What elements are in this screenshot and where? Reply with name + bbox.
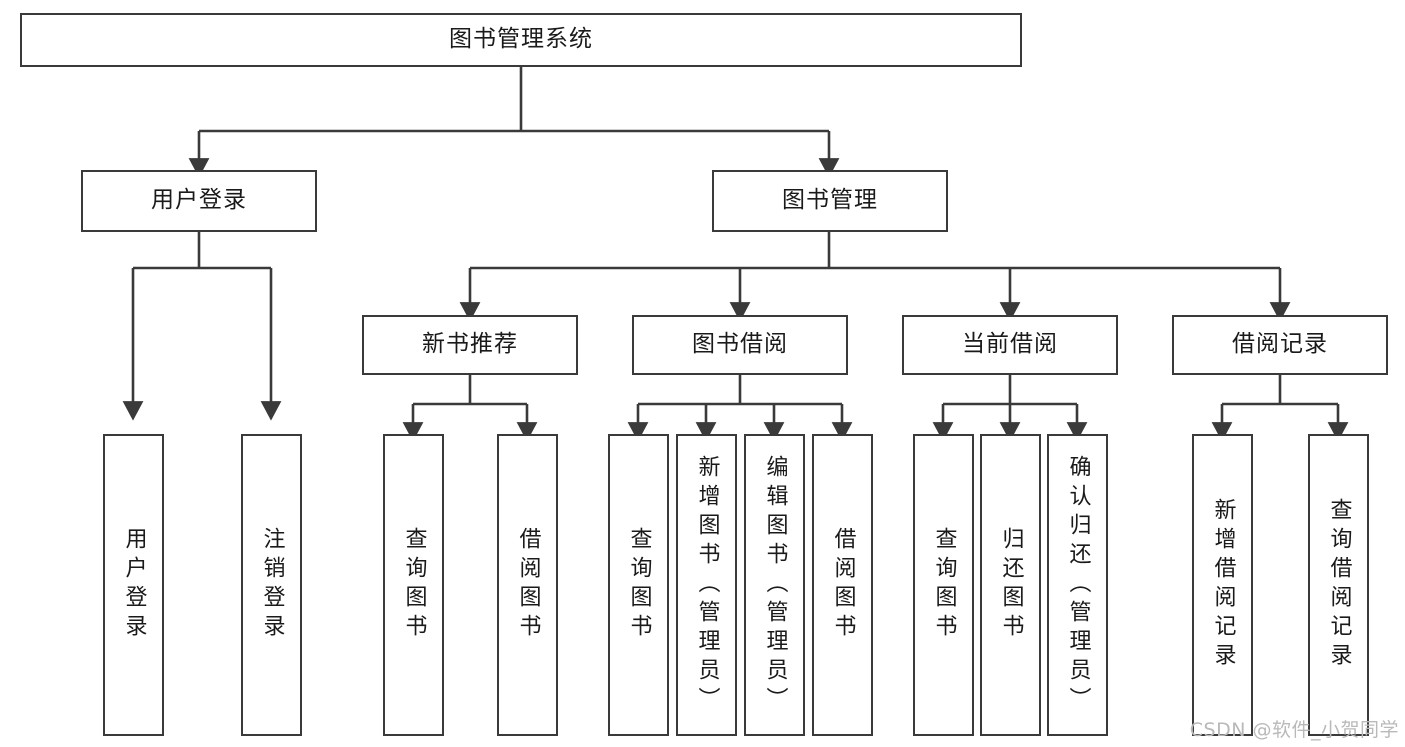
node-leaf-add-borrow-record[interactable]: 新增借阅记录 — [1192, 434, 1253, 736]
node-label: 借阅记录 — [1232, 331, 1328, 358]
node-label: 借阅图书 — [515, 527, 541, 643]
node-label: 借阅图书 — [830, 527, 856, 643]
node-leaf-confirm-return-admin[interactable]: 确认归还（管理员） — [1047, 434, 1108, 736]
node-label: 图书管理 — [782, 187, 878, 214]
node-leaf-user-login[interactable]: 用户登录 — [103, 434, 164, 736]
node-label: 查询图书 — [401, 527, 427, 643]
node-leaf-return-book[interactable]: 归还图书 — [980, 434, 1041, 736]
node-current-borrow[interactable]: 当前借阅 — [902, 315, 1118, 375]
node-leaf-query-book-current[interactable]: 查询图书 — [913, 434, 974, 736]
node-new-book-recommend[interactable]: 新书推荐 — [362, 315, 578, 375]
node-label: 新增借阅记录 — [1210, 498, 1236, 672]
node-label: 新增图书（管理员） — [694, 454, 720, 716]
node-label: 编辑图书（管理员） — [762, 454, 788, 716]
node-leaf-query-borrow-record[interactable]: 查询借阅记录 — [1308, 434, 1369, 736]
node-leaf-query-book-recommend[interactable]: 查询图书 — [383, 434, 444, 736]
node-book-borrow[interactable]: 图书借阅 — [632, 315, 848, 375]
node-leaf-borrow-book-recommend[interactable]: 借阅图书 — [497, 434, 558, 736]
node-label: 新书推荐 — [422, 331, 518, 358]
node-label: 图书借阅 — [692, 331, 788, 358]
node-borrow-records[interactable]: 借阅记录 — [1172, 315, 1388, 375]
node-label: 确认归还（管理员） — [1065, 454, 1091, 716]
node-label: 用户登录 — [151, 187, 247, 214]
node-label: 当前借阅 — [962, 331, 1058, 358]
node-leaf-add-book-admin[interactable]: 新增图书（管理员） — [676, 434, 737, 736]
node-leaf-edit-book-admin[interactable]: 编辑图书（管理员） — [744, 434, 805, 736]
node-label: 查询借阅记录 — [1326, 498, 1352, 672]
node-root-system[interactable]: 图书管理系统 — [20, 13, 1022, 67]
node-label: 查询图书 — [626, 527, 652, 643]
node-leaf-query-book-borrow[interactable]: 查询图书 — [608, 434, 669, 736]
node-label: 查询图书 — [931, 527, 957, 643]
node-leaf-borrow-book[interactable]: 借阅图书 — [812, 434, 873, 736]
watermark-label: CSDN @软件_小贺同学 — [1189, 719, 1399, 741]
node-leaf-logout[interactable]: 注销登录 — [241, 434, 302, 736]
node-label: 图书管理系统 — [449, 26, 593, 53]
node-book-management[interactable]: 图书管理 — [712, 170, 948, 232]
node-label: 用户登录 — [121, 527, 147, 643]
node-user-login[interactable]: 用户登录 — [81, 170, 317, 232]
node-label: 归还图书 — [998, 527, 1024, 643]
node-label: 注销登录 — [259, 527, 285, 643]
